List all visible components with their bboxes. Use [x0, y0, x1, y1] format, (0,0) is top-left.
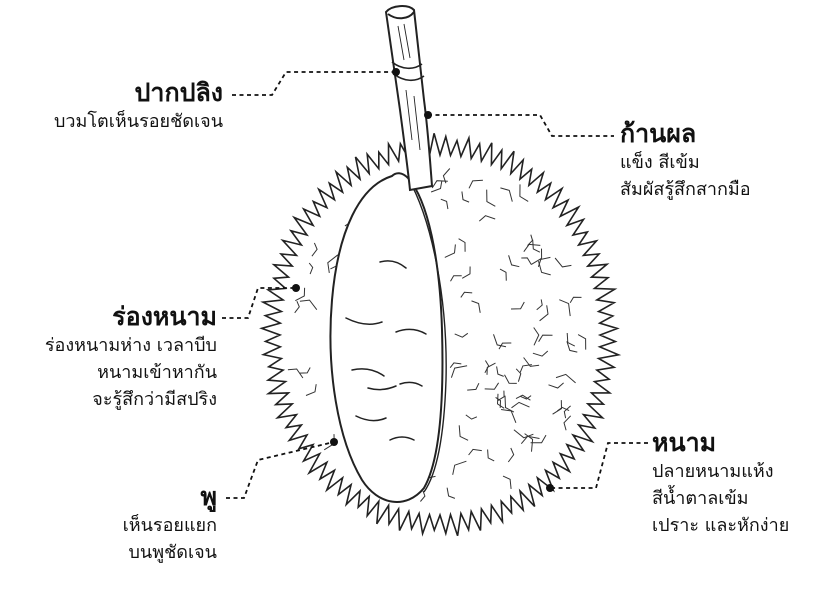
callout-groove-line-2: หนามเข้าหากัน [45, 359, 217, 386]
callout-thorn-line-1: ปลายหนามแห้ง [652, 458, 789, 485]
dot-lobe [330, 438, 338, 446]
callout-thorn-line-2: สีน้ำตาลเข้ม [652, 485, 789, 512]
callout-stem-tip: ปากปลิง บวมโตเห็นรอยชัดเจน [54, 78, 223, 135]
dot-thorn [546, 484, 554, 492]
callout-thorn-title: หนาม [652, 428, 789, 458]
callout-lobe-line-2: บนพูชัดเจน [123, 539, 217, 566]
callout-groove-line-1: ร่องหนามห่าง เวลาบีบ [45, 332, 217, 359]
callout-thorn-line-3: เปราะ และหักง่าย [652, 512, 789, 539]
callout-stem: ก้านผล แข็ง สีเข้ม สัมผัสรู้สึกสากมือ [620, 119, 751, 203]
callout-lobe-title: พู [123, 482, 217, 512]
dot-stem [424, 111, 432, 119]
dot-stem-tip [392, 68, 400, 76]
callout-groove-line-3: จะรู้สึกว่ามีสปริง [45, 386, 217, 413]
leader-stem-tip [232, 72, 396, 95]
callout-stem-tip-line-1: บวมโตเห็นรอยชัดเจน [54, 108, 223, 135]
dot-groove [292, 284, 300, 292]
callout-groove-title: ร่องหนาม [45, 302, 217, 332]
callout-groove: ร่องหนาม ร่องหนามห่าง เวลาบีบ หนามเข้าหา… [45, 302, 217, 413]
callout-stem-line-2: สัมผัสรู้สึกสากมือ [620, 176, 751, 203]
callout-stem-tip-title: ปากปลิง [54, 78, 223, 108]
callout-stem-title: ก้านผล [620, 119, 751, 149]
callout-lobe-line-1: เห็นรอยแยก [123, 512, 217, 539]
callout-thorn: หนาม ปลายหนามแห้ง สีน้ำตาลเข้ม เปราะ และ… [652, 428, 789, 539]
callout-lobe: พู เห็นรอยแยก บนพูชัดเจน [123, 482, 217, 566]
callout-stem-line-1: แข็ง สีเข้ม [620, 149, 751, 176]
leader-stem [428, 115, 614, 136]
